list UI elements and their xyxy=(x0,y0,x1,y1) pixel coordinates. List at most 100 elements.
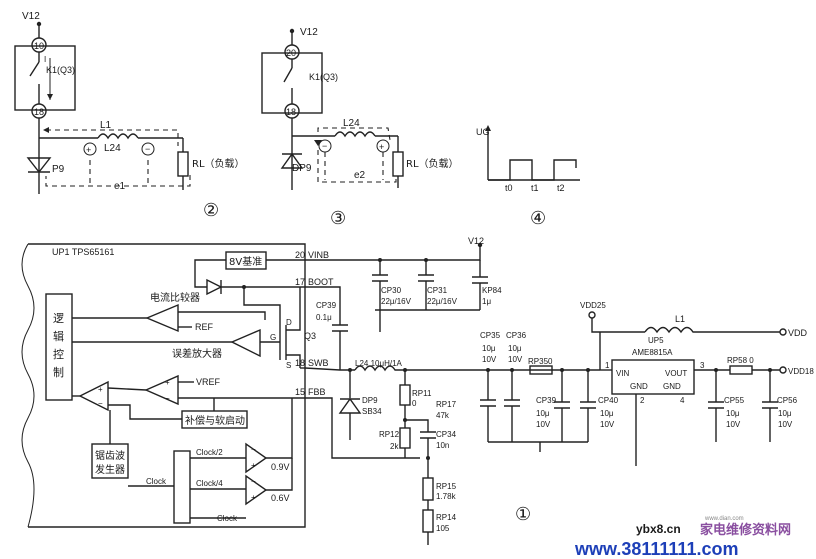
svg-text:10μ: 10μ xyxy=(536,409,550,418)
svg-text:Q3: Q3 xyxy=(304,331,316,341)
svg-text:10μ: 10μ xyxy=(726,409,740,418)
svg-text:VOUT: VOUT xyxy=(665,369,687,378)
svg-text:10V: 10V xyxy=(508,355,523,364)
svg-text:发生器: 发生器 xyxy=(95,463,125,476)
svg-text:+: + xyxy=(251,493,256,502)
svg-text:V12: V12 xyxy=(300,27,318,38)
svg-text:控: 控 xyxy=(53,347,64,361)
svg-text:GND: GND xyxy=(663,382,681,391)
svg-text:CP56: CP56 xyxy=(777,396,798,405)
svg-text:UG: UG xyxy=(476,127,490,137)
fig3-buck-off-state: V12 20 18 K1(Q3) L24 − + DP9 RL（负载） e2 ③ xyxy=(261,27,459,228)
svg-text:VDD: VDD xyxy=(788,328,808,338)
svg-text:CP36: CP36 xyxy=(506,331,527,340)
svg-text:−: − xyxy=(165,394,170,403)
svg-text:电流比较器: 电流比较器 xyxy=(150,291,200,304)
svg-text:S: S xyxy=(286,361,291,370)
svg-text:BOOT: BOOT xyxy=(308,277,334,287)
fig2-v12-label: V12 xyxy=(22,11,40,22)
svg-text:VDD25: VDD25 xyxy=(580,301,606,310)
svg-text:CP34: CP34 xyxy=(436,430,457,439)
svg-text:I: I xyxy=(44,55,46,64)
svg-text:+: + xyxy=(86,145,91,155)
svg-text:辑: 辑 xyxy=(53,329,64,343)
svg-text:ybx8.cn: ybx8.cn xyxy=(636,522,681,536)
svg-text:CP40: CP40 xyxy=(598,396,619,405)
svg-text:10μ: 10μ xyxy=(482,344,496,353)
svg-text:CP31: CP31 xyxy=(427,286,448,295)
svg-text:KP84: KP84 xyxy=(482,286,502,295)
svg-text:10: 10 xyxy=(34,41,44,51)
svg-text:L1: L1 xyxy=(100,120,112,131)
svg-text:0.9V: 0.9V xyxy=(271,462,290,472)
svg-text:锯齿波: 锯齿波 xyxy=(95,449,125,462)
svg-text:10μ: 10μ xyxy=(778,409,792,418)
svg-text:Clock: Clock xyxy=(146,477,167,486)
svg-text:4: 4 xyxy=(680,396,685,405)
svg-text:家电维修资料网: 家电维修资料网 xyxy=(700,522,791,538)
svg-text:1.78k: 1.78k xyxy=(436,492,457,501)
svg-text:FBB: FBB xyxy=(308,387,326,397)
svg-text:Clock/2: Clock/2 xyxy=(196,448,223,457)
svg-text:③: ③ xyxy=(330,208,346,228)
svg-text:RL（负载）: RL（负载） xyxy=(192,157,245,170)
svg-text:逻: 逻 xyxy=(53,312,64,325)
svg-text:UP5: UP5 xyxy=(648,336,664,345)
svg-text:e2: e2 xyxy=(354,170,366,181)
svg-text:18: 18 xyxy=(286,107,296,117)
svg-text:CP39: CP39 xyxy=(536,396,557,405)
svg-text:1μ: 1μ xyxy=(482,297,491,306)
svg-text:①: ① xyxy=(515,504,531,524)
svg-text:DP9: DP9 xyxy=(362,396,378,405)
svg-text:AME8815A: AME8815A xyxy=(632,348,673,357)
svg-text:10V: 10V xyxy=(778,420,793,429)
svg-text:L1: L1 xyxy=(675,314,685,324)
svg-text:20: 20 xyxy=(286,48,296,58)
svg-text:t1: t1 xyxy=(531,183,539,193)
svg-text:−: − xyxy=(251,445,256,454)
svg-text:CP55: CP55 xyxy=(724,396,745,405)
svg-text:+: + xyxy=(251,461,256,470)
svg-text:17: 17 xyxy=(295,277,305,287)
fig2-k1-label: K1(Q3) xyxy=(46,65,75,75)
svg-text:0.6V: 0.6V xyxy=(271,493,290,503)
svg-text:RP14: RP14 xyxy=(436,513,457,522)
fig1-tps65161-boost-circuit: UP1 TPS65161 逻 辑 控 制 8V基准 电流比较器 REF 误差放大… xyxy=(21,236,814,545)
svg-text:L24 10μH/1A: L24 10μH/1A xyxy=(355,359,403,368)
svg-text:15: 15 xyxy=(295,387,305,397)
svg-text:D: D xyxy=(286,318,292,327)
svg-text:10V: 10V xyxy=(600,420,615,429)
svg-text:18: 18 xyxy=(34,107,44,117)
svg-text:t2: t2 xyxy=(557,183,565,193)
svg-text:0: 0 xyxy=(412,399,417,408)
svg-text:REF: REF xyxy=(195,322,214,332)
svg-text:10μ: 10μ xyxy=(600,409,614,418)
svg-text:3: 3 xyxy=(700,361,705,370)
svg-text:22μ/16V: 22μ/16V xyxy=(427,297,458,306)
ic-label: UP1 TPS65161 xyxy=(52,247,114,257)
svg-text:DP9: DP9 xyxy=(292,163,312,174)
svg-text:−: − xyxy=(251,477,256,486)
svg-text:RP350: RP350 xyxy=(528,357,553,366)
svg-text:−: − xyxy=(322,141,327,151)
svg-text:L24: L24 xyxy=(104,143,121,154)
svg-text:10V: 10V xyxy=(482,355,497,364)
svg-text:10V: 10V xyxy=(726,420,741,429)
svg-text:SB34: SB34 xyxy=(362,407,382,416)
svg-text:V12: V12 xyxy=(468,236,484,246)
fig2-buck-on-state: V12 10 18 I K1(Q3) L1 L24 + − P9 RL（负载） … xyxy=(14,11,245,220)
svg-text:制: 制 xyxy=(53,366,64,379)
svg-text:+: + xyxy=(165,378,170,387)
svg-text:RP15: RP15 xyxy=(436,482,457,491)
svg-text:②: ② xyxy=(203,200,219,220)
svg-text:VREF: VREF xyxy=(196,377,221,387)
svg-text:RP11: RP11 xyxy=(412,389,432,398)
svg-text:RP12: RP12 xyxy=(379,430,400,439)
svg-text:10μ: 10μ xyxy=(508,344,522,353)
svg-text:2: 2 xyxy=(640,396,645,405)
svg-text:Clock: Clock xyxy=(217,514,238,523)
watermark: ybx8.cn 家电维修资料网 www.38111111.com www.dia… xyxy=(574,516,791,559)
svg-text:−: − xyxy=(98,399,103,408)
svg-text:VINB: VINB xyxy=(308,250,329,260)
